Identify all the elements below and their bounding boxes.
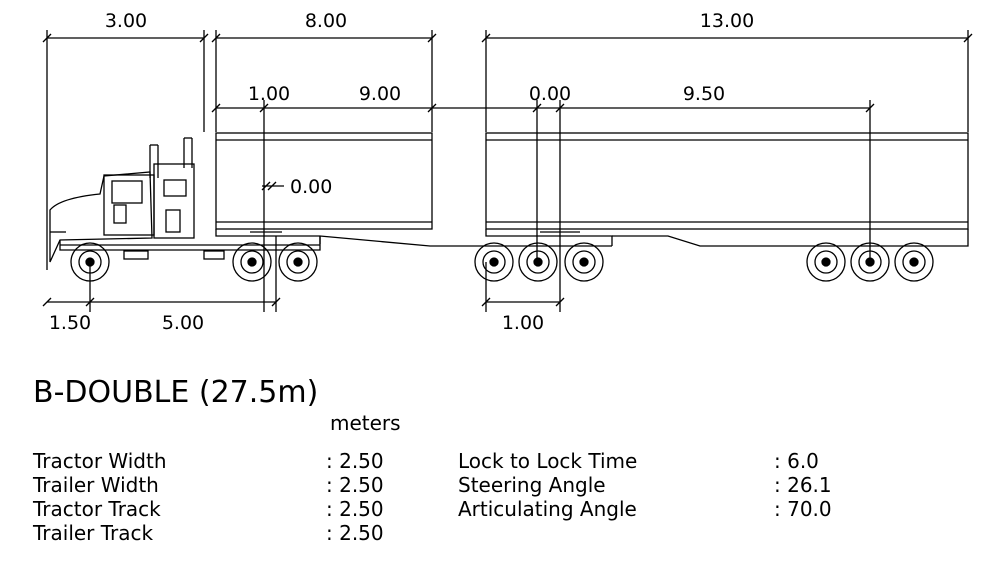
dim-trailer2-length: 13.00 [700,10,754,32]
spec-label: Lock to Lock Time [458,449,637,473]
dim-trailer1-length: 8.00 [305,10,347,32]
dim-fifthwheel-offset-1: 1.00 [248,83,290,105]
dim-trailer2-kingpin: 9.50 [683,83,725,105]
wheels [70,242,934,282]
spec-label: Tractor Track [32,497,161,521]
wheel-trailer2-axle-2 [850,242,890,282]
dim-fifthwheel-offset-2: 0.00 [529,83,571,105]
wheel-tractor-drive-2 [278,242,318,282]
spec-label: Articulating Angle [458,497,637,521]
wheel-trailer1-axle-1 [474,242,514,282]
spec-value: : 26.1 [774,473,832,497]
dim-trailer1-axle-hitch: 1.00 [502,312,544,334]
dim-tractor-wheelbase: 5.00 [162,312,204,334]
spec-value: : 6.0 [774,449,819,473]
spec-value: : 70.0 [774,497,832,521]
spec-label: Steering Angle [458,473,606,497]
dimension-lines [42,30,973,312]
specs-left: Tractor Width : 2.50 Trailer Width : 2.5… [32,449,384,545]
dim-front-overhang: 3.00 [105,10,147,32]
vehicle-title: B-DOUBLE (27.5m) [33,375,318,410]
wheel-trailer1-axle-2 [518,242,558,282]
spec-value: : 2.50 [326,449,384,473]
spec-label: Trailer Width [32,473,159,497]
wheel-trailer1-axle-3 [564,242,604,282]
dim-front-axle-setback: 1.50 [49,312,91,334]
spec-value: : 2.50 [326,473,384,497]
trailer-2 [485,132,969,247]
wheel-trailer2-axle-3 [894,242,934,282]
spec-value: : 2.50 [326,497,384,521]
units-label: meters [330,411,401,435]
spec-value: : 2.50 [326,521,384,545]
wheel-tractor-drive-1 [232,242,272,282]
spec-label: Tractor Width [32,449,167,473]
dim-trailer1-kingpin: 9.00 [359,83,401,105]
dimension-labels: 3.00 8.00 13.00 1.00 9.00 0.00 9.50 0.00… [49,10,754,334]
wheel-tractor-steer [70,242,110,282]
spec-label: Trailer Track [32,521,154,545]
dim-hitch-offset: 0.00 [290,176,332,198]
wheel-trailer2-axle-1 [806,242,846,282]
tractor [49,137,321,263]
specs-right: Lock to Lock Time : 6.0 Steering Angle :… [458,449,832,521]
